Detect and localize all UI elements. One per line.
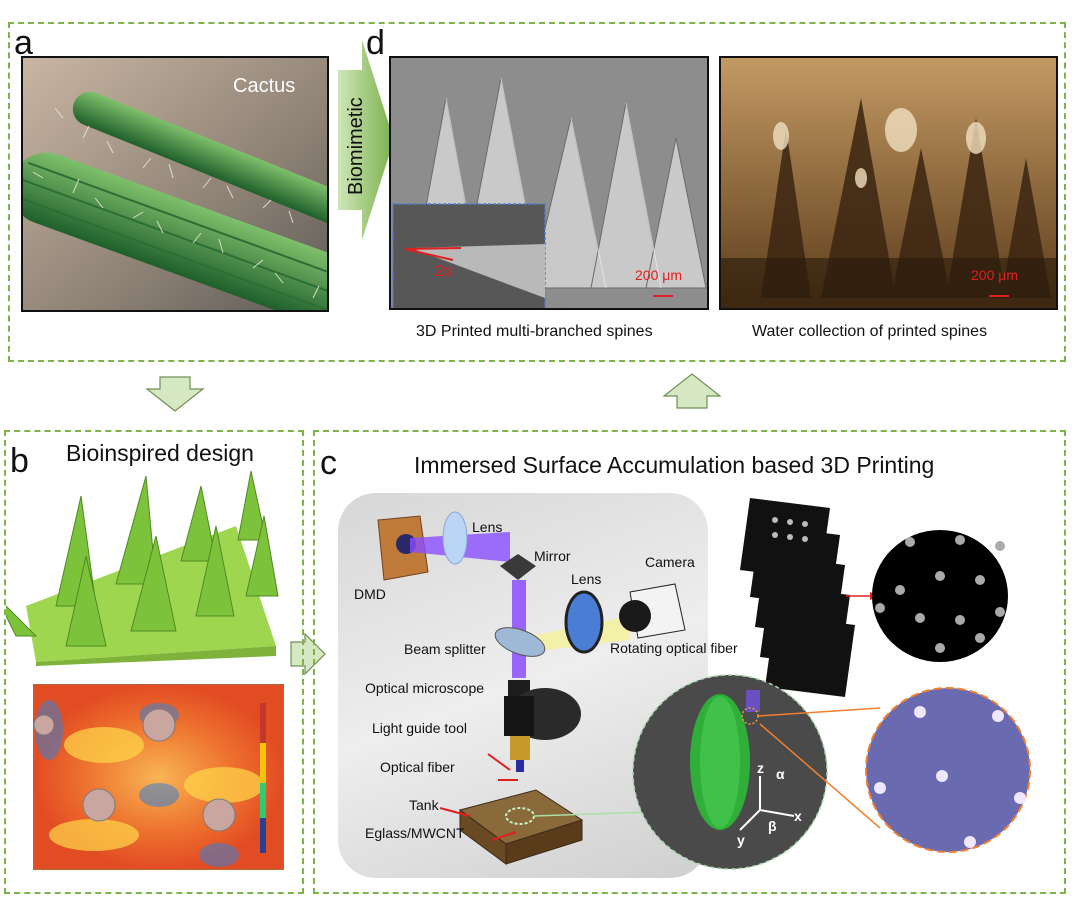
cactus-illustration: Cactus	[23, 58, 327, 310]
zoom-cactus-view	[632, 674, 828, 870]
panel-c-frame	[313, 430, 1066, 894]
cactus-photo-label: Cactus	[233, 75, 295, 97]
right-arrow-icon	[290, 632, 326, 676]
label-microscope: Optical microscope	[365, 680, 485, 696]
camera	[619, 583, 686, 639]
axis-y: y	[737, 832, 745, 848]
label-material: Eglass/MWCNT	[365, 825, 465, 841]
label-lens-2: Lens	[571, 571, 602, 587]
biomimetic-arrow-icon: Biomimetic	[338, 40, 394, 240]
axis-beta: β	[768, 818, 777, 834]
label-optical-fiber: Optical fiber	[380, 759, 455, 775]
slice-stack	[740, 498, 855, 697]
panel-b-frame	[4, 430, 304, 894]
water-scale-label: 200 μm	[971, 267, 1018, 283]
label-beam-splitter: Beam splitter	[404, 641, 486, 657]
projected-pattern	[872, 530, 1008, 662]
label-mirror: Mirror	[534, 548, 571, 564]
sem-photo: 2α 200 μm	[389, 56, 709, 310]
lens-2	[564, 590, 604, 654]
label-dmd: DMD	[354, 586, 386, 602]
water-photo: 200 μm	[719, 56, 1058, 310]
sem-spines-illustration: 2α 200 μm	[391, 58, 707, 308]
fiber-tip-view	[865, 687, 1031, 853]
resin-tank	[458, 789, 584, 865]
label-rotating-fiber: Rotating optical fiber	[610, 640, 738, 656]
label-camera: Camera	[645, 554, 695, 570]
sem-angle-label: 2α	[435, 263, 453, 280]
water-caption: Water collection of printed spines	[752, 323, 988, 340]
panel-c-title: Immersed Surface Accumulation based 3D P…	[414, 452, 935, 478]
sem-caption: 3D Printed multi-branched spines	[416, 323, 653, 340]
up-arrow-icon	[662, 373, 722, 409]
panel-d-label: d	[366, 24, 385, 62]
down-arrow-icon	[145, 376, 205, 412]
axis-alpha: α	[776, 766, 785, 782]
spine-array-design	[6, 470, 279, 666]
mirror	[500, 554, 536, 580]
label-tank: Tank	[409, 797, 439, 813]
axis-z: z	[757, 760, 764, 776]
simulation-heatmap	[33, 684, 284, 870]
lens-1	[442, 511, 468, 565]
beam-splitter	[494, 627, 546, 657]
label-light-guide: Light guide tool	[372, 720, 467, 736]
optical-microscope	[504, 680, 581, 772]
panel-b-label: b	[10, 442, 29, 480]
water-spines-illustration: 200 μm	[721, 58, 1056, 308]
cactus-photo: Cactus	[21, 56, 329, 312]
axis-x: x	[794, 808, 802, 824]
sem-scale-label: 200 μm	[635, 267, 682, 283]
panel-ad-frame	[8, 22, 1066, 362]
biomimetic-label: Biomimetic	[345, 97, 367, 195]
printing-setup-schematic	[377, 498, 1031, 870]
label-lens-1: Lens	[472, 519, 503, 535]
panel-c-label: c	[320, 444, 337, 482]
panel-b-title: Bioinspired design	[66, 440, 254, 466]
panel-a-label: a	[14, 24, 33, 62]
